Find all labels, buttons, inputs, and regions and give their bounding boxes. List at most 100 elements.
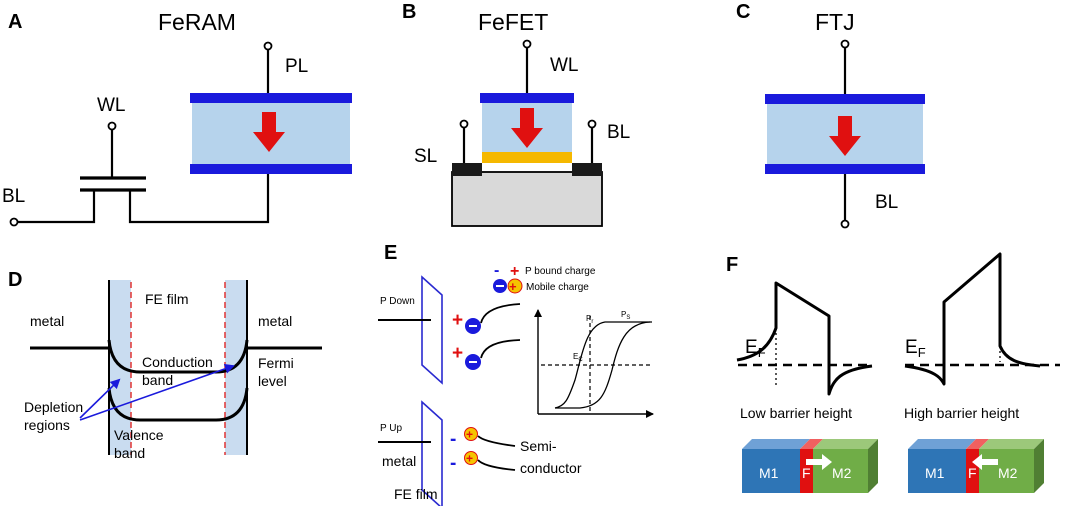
fe-film-e-label: FE film bbox=[394, 486, 438, 502]
ef-right-text-sub: F bbox=[918, 345, 926, 360]
depletion-pointer-right bbox=[79, 363, 235, 421]
ef-right-label: EF bbox=[905, 337, 926, 360]
panel-b-letter: B bbox=[402, 1, 416, 23]
low-barrier-profile bbox=[736, 281, 873, 396]
fermi-label-2: level bbox=[258, 373, 287, 389]
p-up-label: P Up bbox=[380, 423, 402, 434]
conduction-band-curve bbox=[107, 339, 249, 374]
pr-label: Pr bbox=[586, 314, 593, 325]
high-barrier-profile bbox=[904, 252, 1041, 386]
fefet-substrate bbox=[451, 171, 603, 227]
bound-minus-1: - bbox=[450, 429, 456, 450]
panel-e: E P Down + + - + P bound charge + Mobile… bbox=[378, 242, 654, 506]
semiconductor-label-2: conductor bbox=[520, 460, 582, 476]
feram-bl-wire bbox=[18, 190, 96, 224]
block-left-m2-top bbox=[813, 439, 878, 449]
depletion-pointer-left bbox=[79, 378, 121, 419]
bound-charge-label: P bound charge bbox=[525, 266, 596, 277]
fefet-bl-label: BL bbox=[607, 122, 630, 143]
band-bend-upper-2 bbox=[480, 339, 521, 359]
junction-block-left: M1 F M2 bbox=[742, 439, 878, 493]
fefet-drain-contact bbox=[572, 163, 602, 176]
block-left-side bbox=[868, 439, 878, 493]
panel-f-letter: F bbox=[726, 254, 738, 276]
high-barrier-label: High barrier height bbox=[904, 405, 1019, 421]
bound-plus-1: + bbox=[452, 310, 463, 331]
legend-hole-plus: + bbox=[509, 279, 517, 294]
panel-a-letter: A bbox=[8, 11, 22, 33]
block-left-m1-top bbox=[742, 439, 810, 449]
ftj-bl-label: BL bbox=[875, 192, 898, 213]
block-left-m1-label: M1 bbox=[759, 465, 779, 481]
panel-d-letter: D bbox=[8, 269, 22, 291]
fefet-polarization-arrow bbox=[511, 108, 543, 148]
block-right-m2 bbox=[979, 449, 1034, 493]
ef-left-label: EF bbox=[745, 337, 766, 360]
band-bend-lower-1 bbox=[477, 435, 516, 447]
block-right-side bbox=[1034, 439, 1044, 493]
valence-band-curve bbox=[107, 387, 249, 422]
conduction-label-1: Conduction bbox=[142, 354, 213, 370]
legend-hole bbox=[507, 278, 523, 294]
metal-left-label: metal bbox=[30, 313, 64, 329]
fe-film-label: FE film bbox=[145, 291, 189, 307]
fefet-sl-label: SL bbox=[414, 146, 437, 167]
ftj-top-terminal bbox=[840, 39, 850, 49]
ef-left-text-sub: F bbox=[758, 345, 766, 360]
hole-plus-1: + bbox=[466, 428, 473, 442]
ftj-polarization-arrow bbox=[829, 116, 861, 156]
feram-pl-label: PL bbox=[285, 56, 308, 77]
ef-left-text: E bbox=[745, 337, 758, 358]
junction-block-right: M1 F M2 bbox=[908, 439, 1044, 493]
feram-cap-wire bbox=[128, 174, 270, 224]
bound-minus-2: - bbox=[450, 453, 456, 474]
ftj-bottom-electrode bbox=[765, 164, 925, 174]
fermi-label-1: Fermi bbox=[258, 355, 294, 371]
band-bend-upper-1 bbox=[480, 303, 521, 324]
semiconductor-label-1: Semi- bbox=[520, 438, 557, 454]
fefet-wl-terminal bbox=[522, 39, 532, 49]
fefet-bl-terminal bbox=[587, 119, 597, 129]
p-down-label: P Down bbox=[380, 296, 415, 307]
block-right-f-label: F bbox=[968, 465, 977, 481]
feram-top-electrode bbox=[190, 93, 352, 103]
valence-label-1: Valence bbox=[114, 427, 164, 443]
fe-film-lower bbox=[421, 400, 443, 506]
bound-plus-2: + bbox=[452, 343, 463, 364]
feram-bl-terminal bbox=[9, 217, 19, 227]
fefet-title: FeFET bbox=[478, 9, 548, 35]
ftj-bottom-terminal bbox=[840, 219, 850, 229]
block-right-m1-label: M1 bbox=[925, 465, 945, 481]
feram-bl-label: BL bbox=[2, 186, 25, 207]
mobile-hole-1 bbox=[464, 427, 478, 441]
hysteresis-branch-up bbox=[554, 321, 652, 409]
fefet-sl-terminal bbox=[459, 119, 469, 129]
depletion-label-1: Depletion bbox=[24, 399, 83, 415]
panel-e-letter: E bbox=[384, 242, 397, 264]
metal-right-label: metal bbox=[258, 313, 292, 329]
ef-right-text: E bbox=[905, 337, 918, 358]
panel-c: C FTJ BL bbox=[736, 1, 925, 229]
block-left-f-top bbox=[800, 439, 823, 449]
panel-d: D FE film metal metal Conduction band Fe… bbox=[8, 269, 322, 461]
fefet-wl-label: WL bbox=[550, 55, 579, 76]
block-right-f-top bbox=[966, 439, 989, 449]
block-left-m1 bbox=[742, 449, 800, 493]
panel-f: F EF Low barrier height EF High barrier … bbox=[726, 252, 1060, 493]
polarization-arrow-left bbox=[972, 454, 998, 470]
ftj-title: FTJ bbox=[815, 9, 855, 35]
feram-title: FeRAM bbox=[158, 9, 236, 35]
metal-e-label: metal bbox=[382, 453, 416, 469]
block-right-m2-top bbox=[979, 439, 1044, 449]
valence-label-2: band bbox=[114, 445, 145, 461]
block-right-m1-top bbox=[908, 439, 976, 449]
fe-film-upper bbox=[421, 275, 443, 385]
fefet-source-contact bbox=[452, 163, 482, 176]
legend-plus: + bbox=[510, 263, 519, 280]
feram-bottom-electrode bbox=[190, 164, 352, 174]
panel-a: A FeRAM PL WL BL bbox=[2, 9, 352, 227]
fefet-gate-electrode bbox=[480, 93, 574, 103]
feram-pl-terminal bbox=[263, 41, 273, 51]
